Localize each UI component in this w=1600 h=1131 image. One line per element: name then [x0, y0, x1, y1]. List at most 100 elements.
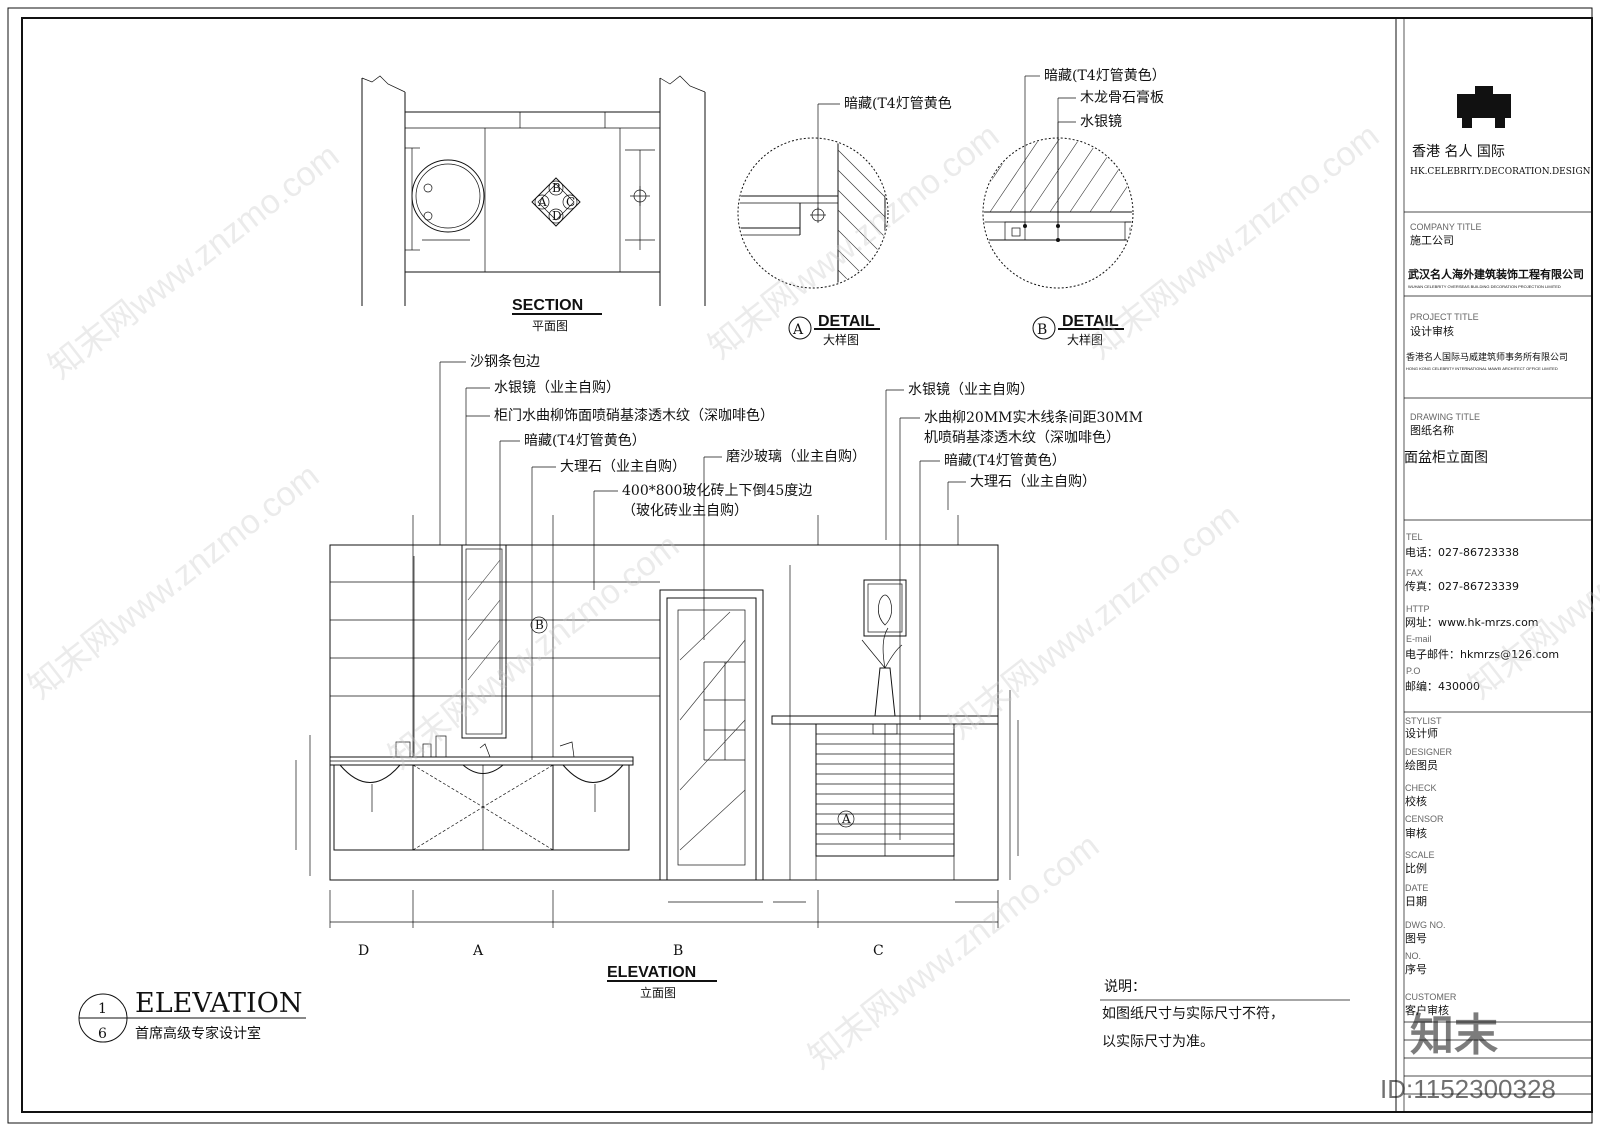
notes-line-2: 以实际尺寸为准。 [1102, 1034, 1214, 1050]
svg-text:PROJECT TITLE: PROJECT TITLE [1410, 312, 1479, 322]
right-callout-3: 机喷硝基漆透木纹（深咖啡色） [924, 429, 1120, 446]
role-no: 序号 [1405, 962, 1427, 976]
contact-fax: 传真：027-86723339 [1405, 579, 1519, 593]
company-name: 武汉名人海外建筑装饰工程有限公司 [1408, 267, 1584, 281]
watermark-id: ID:1152300328 [1380, 1074, 1556, 1104]
middle-callout-3: （玻化砖业主自购） [622, 503, 748, 519]
svg-text:施工公司: 施工公司 [1410, 234, 1454, 247]
section-marker-d: D [552, 209, 562, 223]
elevation-detail-tag-b: B [530, 616, 548, 634]
left-callout-5: 大理石（业主自购） [560, 459, 686, 475]
company-name-en: WUHAN CELEBRITY OVERSEAS BUILDING DECORA… [1408, 284, 1561, 289]
svg-text:设计审核: 设计审核 [1410, 324, 1454, 338]
section-subtitle: 平面图 [532, 319, 568, 333]
zone-b: B [673, 943, 683, 959]
svg-text:STYLIST: STYLIST [1405, 716, 1442, 726]
role-scale: 比例 [1405, 861, 1427, 875]
zone-c: C [873, 943, 884, 959]
contact-email: 电子邮件：hkmrzs@126.com [1405, 648, 1559, 661]
watermark-layer: 知末网www.znzmo.com 知末网www.znzmo.com 知末网www… [22, 117, 1600, 1077]
role-customer: 客户审核 [1405, 1003, 1449, 1017]
role-check: 校核 [1405, 794, 1427, 808]
middle-callout-2: 400*800玻化砖上下倒45度边 [622, 483, 812, 499]
section-marker-b: B [552, 181, 561, 195]
title-block: 香港 名人 国际 HK.CELEBRITY.DECORATION.DESIGN … [1395, 18, 1592, 1112]
detail-a-title: DETAIL [818, 313, 875, 330]
zone-d: D [358, 943, 369, 959]
brand-en: HK.CELEBRITY.DECORATION.DESIGN [1410, 167, 1591, 177]
left-callout-4: 暗藏(T4灯管黄色） [524, 432, 646, 449]
detail-b-callout-2: 木龙骨石膏板 [1080, 89, 1164, 106]
project-name: 香港名人国际马威建筑师事务所有限公司 [1406, 351, 1568, 363]
svg-text:B: B [1037, 322, 1047, 338]
section-plan: B A C D [361, 75, 706, 306]
svg-text:知末网www.znzmo.com: 知末网www.znzmo.com [382, 527, 687, 777]
svg-text:P.O: P.O [1406, 666, 1420, 676]
svg-text:DRAWING TITLE: DRAWING TITLE [1410, 412, 1480, 422]
svg-text:FAX: FAX [1406, 568, 1423, 578]
detail-b-callout-3: 水银镜 [1080, 114, 1122, 130]
contact-http: 网址：www.hk-mrzs.com [1405, 615, 1539, 629]
watermark-logo: 知末 [1410, 1010, 1498, 1061]
contact-tel: 电话：027-86723338 [1405, 546, 1519, 559]
left-callout-3: 柜门水曲柳饰面喷硝基漆透木纹（深咖啡色） [494, 407, 774, 424]
detail-b-stamp: B DETAIL 大样图 [1032, 313, 1124, 347]
svg-text:DESIGNER: DESIGNER [1405, 747, 1453, 757]
right-callout-4: 暗藏(T4灯管黄色） [944, 452, 1066, 469]
inner-frame [21, 17, 1593, 1113]
svg-text:CENSOR: CENSOR [1405, 814, 1444, 824]
svg-text:知末网www.znzmo.com: 知末网www.znzmo.com [42, 137, 347, 387]
svg-text:6: 6 [98, 1026, 107, 1042]
role-censor: 审核 [1405, 826, 1427, 840]
svg-text:CHECK: CHECK [1405, 783, 1437, 793]
detail-b-title: DETAIL [1062, 313, 1119, 330]
notes-heading: 说明： [1104, 979, 1146, 995]
left-callout-2: 水银镜（业主自购） [494, 380, 620, 396]
detail-b-drawing [982, 76, 1134, 289]
right-callout-2: 水曲柳20MM实木线条间距30MM [924, 409, 1143, 426]
section-title: SECTION [512, 297, 583, 314]
svg-text:图纸名称: 图纸名称 [1410, 423, 1454, 437]
elevation-detail-tag-a: A [837, 810, 855, 828]
middle-callout-1: 磨沙玻璃（业主自购） [726, 448, 866, 465]
detail-a-subtitle: 大样图 [823, 332, 859, 347]
svg-text:A: A [792, 322, 804, 338]
right-callout-5: 大理石（业主自购） [970, 474, 1096, 490]
brand-logo [1457, 86, 1511, 128]
role-stylist: 设计师 [1405, 727, 1438, 740]
elevation-title: ELEVATION [607, 964, 696, 981]
svg-text:A: A [841, 812, 851, 826]
brand-cn: 香港 名人 国际 [1412, 144, 1505, 160]
svg-text:COMPANY TITLE: COMPANY TITLE [1410, 222, 1482, 232]
role-designer: 绘图员 [1405, 758, 1438, 772]
elevation-drawing [329, 544, 999, 881]
right-callout-1: 水银镜（业主自购） [908, 382, 1034, 398]
role-dwg-no: 图号 [1405, 932, 1427, 945]
project-name-en: HONG KONG CELEBRITY INTERNATIONAL MAWEI … [1406, 366, 1558, 371]
outer-frame [7, 7, 1593, 1124]
dimension-lines [295, 515, 1019, 928]
drawing-stamp: 1 6 ELEVATION 首席高级专家设计室 [78, 988, 306, 1043]
svg-text:DWG NO.: DWG NO. [1405, 920, 1446, 930]
svg-text:TEL: TEL [1406, 532, 1423, 542]
svg-text:知末网www.znzmo.com: 知末网www.znzmo.com [22, 457, 327, 707]
section-marker-c: C [566, 195, 575, 209]
drawing-name: 面盆柜立面图 [1404, 450, 1488, 466]
svg-text:E-mail: E-mail [1406, 634, 1432, 644]
elevation-leaders [439, 361, 966, 840]
elevation-subtitle: 立面图 [640, 985, 676, 1000]
svg-text:HTTP: HTTP [1406, 604, 1430, 614]
svg-text:NO.: NO. [1405, 951, 1421, 961]
svg-text:1: 1 [98, 1001, 107, 1017]
svg-text:SCALE: SCALE [1405, 850, 1435, 860]
detail-a-callout: 暗藏(T4灯管黄色 [844, 95, 952, 112]
left-callout-1: 沙钢条包边 [470, 353, 540, 370]
stamp-subtitle: 首席高级专家设计室 [135, 1025, 261, 1042]
svg-text:DATE: DATE [1405, 883, 1428, 893]
zone-a: A [472, 943, 484, 959]
role-date: 日期 [1405, 895, 1427, 908]
detail-b-subtitle: 大样图 [1067, 332, 1103, 347]
detail-a-stamp: A DETAIL 大样图 [788, 313, 880, 347]
contact-po: 邮编：430000 [1405, 679, 1480, 693]
